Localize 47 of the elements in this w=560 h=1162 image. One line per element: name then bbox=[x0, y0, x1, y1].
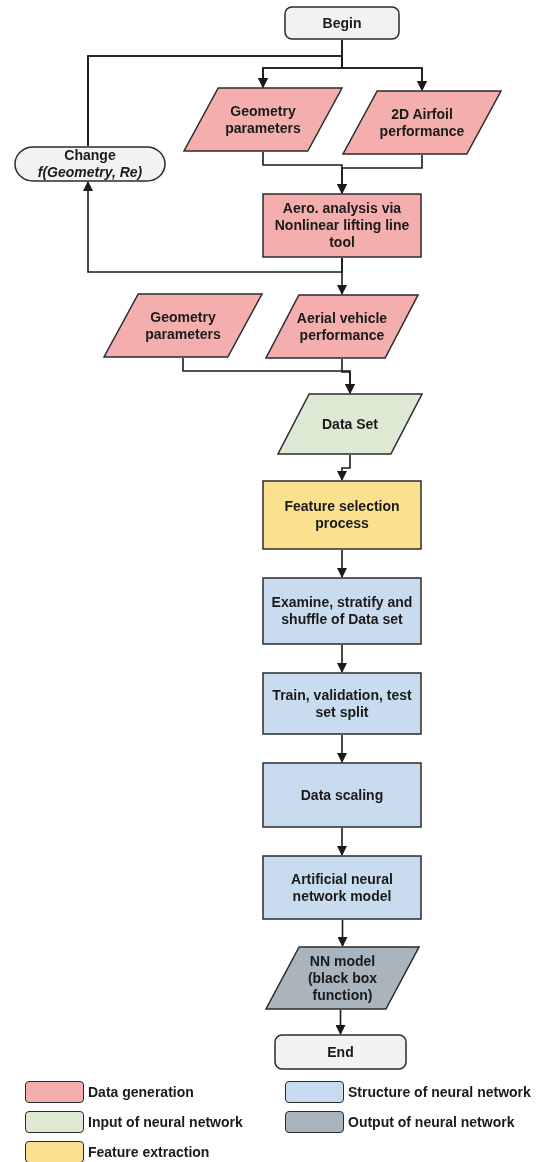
arrow bbox=[337, 827, 347, 856]
arrow bbox=[335, 1009, 346, 1035]
process-box bbox=[262, 577, 422, 645]
node-label: Train, validation, test set split bbox=[271, 686, 413, 721]
process-box bbox=[262, 672, 422, 735]
node-label: Feature selection process bbox=[283, 498, 401, 532]
process-box bbox=[262, 480, 422, 550]
node-label: Artificial neural network model bbox=[290, 870, 394, 905]
data-parallelogram bbox=[265, 946, 420, 1010]
node-label: Examine, stratify and shuffle of Data set bbox=[270, 594, 414, 628]
node-label: Change bbox=[64, 147, 116, 164]
arrow bbox=[337, 454, 351, 481]
node-label: f(Geometry, Re) bbox=[37, 164, 143, 181]
node-label: NN model (black box function) bbox=[306, 952, 379, 1004]
process-box bbox=[262, 855, 422, 920]
node-label: Geometry parameters bbox=[144, 308, 222, 343]
node-label: Aerial vehicle performance bbox=[295, 309, 389, 344]
terminal-box bbox=[284, 6, 400, 40]
node-label: Data Set bbox=[322, 415, 378, 433]
data-parallelogram bbox=[265, 294, 419, 359]
arrow bbox=[337, 257, 347, 295]
legend-label: Output of neural network bbox=[348, 1112, 515, 1132]
node-label: Data scaling bbox=[300, 786, 384, 804]
legend-label: Feature extraction bbox=[88, 1142, 210, 1162]
arrow bbox=[337, 644, 347, 673]
data-parallelogram bbox=[183, 87, 343, 152]
node-label: End bbox=[327, 1043, 354, 1061]
data-parallelogram bbox=[103, 293, 263, 358]
arrow bbox=[337, 734, 347, 763]
node-label: Begin bbox=[322, 14, 362, 32]
legend-label: Input of neural network bbox=[88, 1112, 243, 1132]
node-label: Geometry parameters bbox=[224, 102, 302, 137]
arrow bbox=[337, 919, 348, 947]
arrow bbox=[337, 549, 347, 578]
arrow bbox=[341, 358, 355, 394]
legend-label: Data generation bbox=[88, 1082, 194, 1102]
arrow bbox=[337, 154, 423, 194]
node-label: 2D Airfoil performance bbox=[378, 105, 466, 140]
legend-label: Structure of neural network bbox=[348, 1082, 531, 1102]
node-label: Aero. analysis via Nonlinear lifting line tool bbox=[273, 200, 411, 251]
process-box bbox=[262, 193, 422, 258]
data-parallelogram bbox=[277, 393, 423, 455]
process-box bbox=[262, 762, 422, 828]
arrow bbox=[83, 181, 343, 273]
terminal-box bbox=[274, 1034, 407, 1070]
data-parallelogram bbox=[342, 90, 502, 155]
arrow bbox=[87, 55, 427, 147]
